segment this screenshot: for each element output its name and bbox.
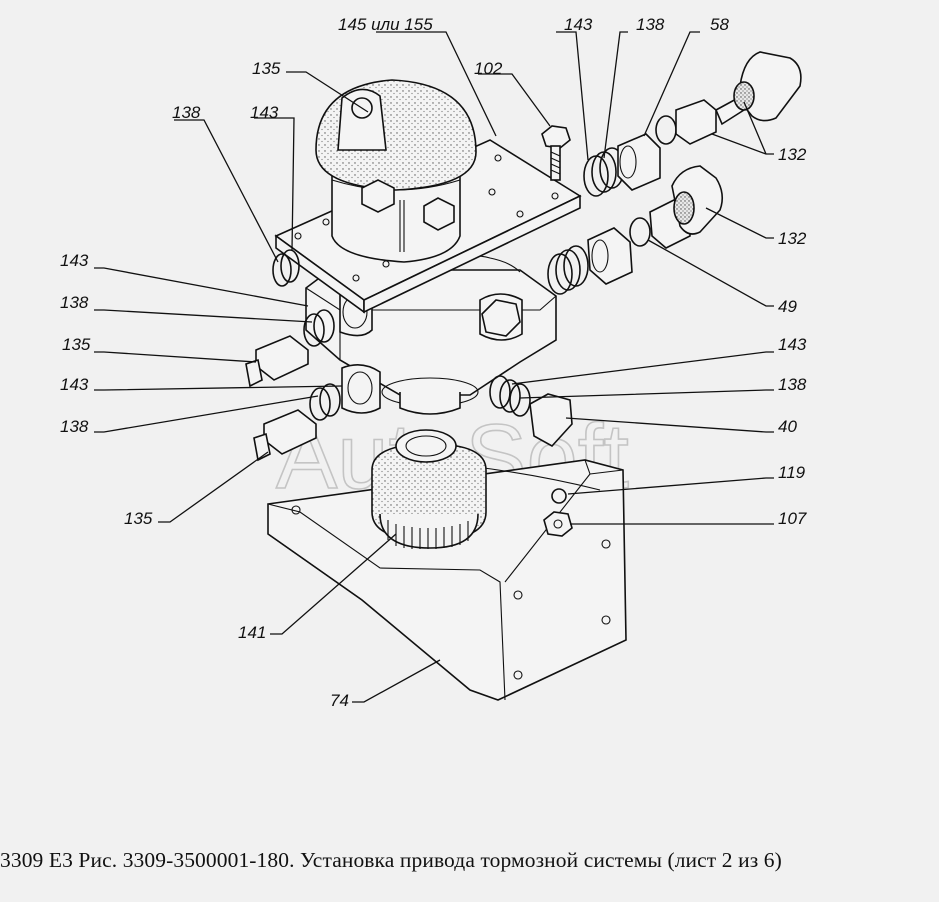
callout-74: 74: [330, 691, 349, 710]
callout-138-right: 138: [778, 375, 807, 394]
callout-138-left-2: 138: [60, 293, 89, 312]
callout-145-155: 145 или 155: [338, 15, 433, 34]
bolt-part-102: [541, 125, 571, 181]
callout-143-left-3: 143: [60, 375, 89, 394]
callout-102: 102: [474, 59, 503, 78]
callout-107: 107: [778, 509, 807, 528]
callout-138-left-3: 138: [60, 417, 89, 436]
callout-143-top: 143: [564, 15, 593, 34]
callout-143-left-2: 143: [60, 251, 89, 270]
brake-chamber-part-135: [315, 79, 477, 263]
callout-135-mid: 135: [62, 335, 91, 354]
figure-caption: 3309 Е3 Рис. 3309-3500001-180. Установка…: [0, 848, 782, 872]
callout-138-left-1: 138: [172, 103, 201, 122]
bracket-part-74: [267, 459, 627, 701]
callout-40: 40: [778, 417, 797, 436]
callout-132-top: 132: [778, 145, 807, 164]
leader-lines: [94, 31, 774, 703]
upper-fitting-group: [583, 51, 802, 197]
callout-58: 58: [710, 15, 729, 34]
callout-138-top: 138: [636, 15, 665, 34]
callout-labels: 145 или 155 143 138 58 135 102 138 143 1…: [60, 15, 807, 710]
callout-143-right: 143: [778, 335, 807, 354]
middle-fitting-group: [547, 165, 724, 295]
callout-119: 119: [778, 463, 806, 482]
callout-49: 49: [778, 297, 797, 316]
callout-141: 141: [238, 623, 266, 642]
callout-135-bottom: 135: [124, 509, 153, 528]
right-lower-fitting-group: [489, 375, 573, 537]
callout-143-left-1: 143: [250, 103, 279, 122]
silencer-part-141: [371, 429, 487, 549]
callout-132-mid: 132: [778, 229, 807, 248]
callout-135-top: 135: [252, 59, 281, 78]
left-fitting-group: [245, 249, 341, 462]
